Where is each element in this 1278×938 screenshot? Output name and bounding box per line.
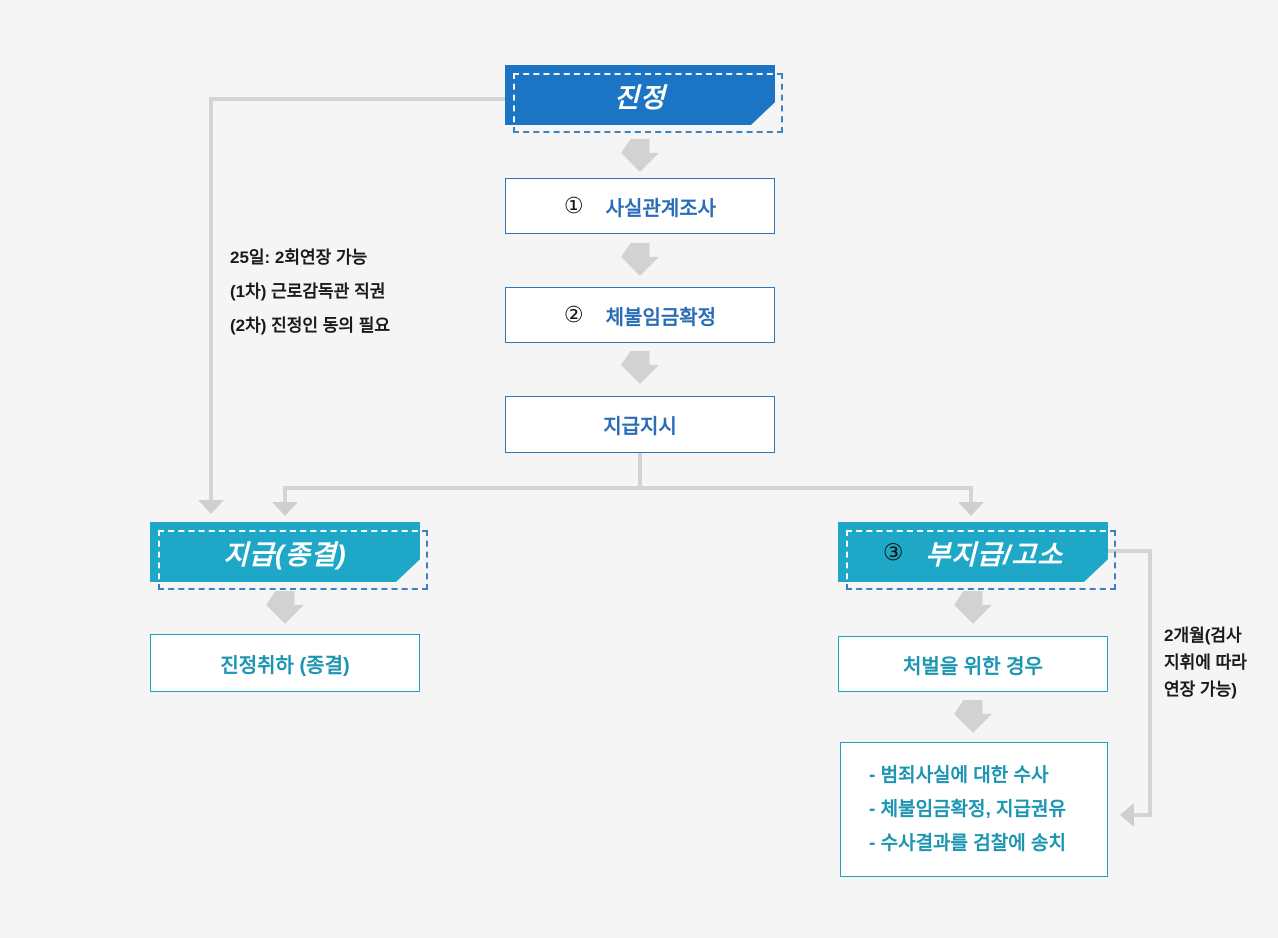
connector-loop-vertical [1148,549,1152,817]
step1-number: ① [563,193,584,218]
block-arrow-start-step1 [621,139,659,172]
details-line-2: - 체불임금확정, 지급권유 [869,798,1066,820]
node-punishment-case: 처벌을 위한 경우 [838,636,1108,692]
node-step3: 지급지시 [505,396,775,453]
node-paid-header: 지급(종결) [150,522,428,590]
annotation-two-months: 2개월(검사 지휘에 따라 연장 가능) [1164,622,1247,703]
details-line-1: - 범죄사실에 대한 수사 [869,764,1049,786]
node-step2: ② 체불임금확정 [505,287,775,343]
arrowhead-loop-into-details [1120,803,1134,827]
punishment-case-label: 처벌을 위한 경우 [903,655,1043,678]
node-step1: ① 사실관계조사 [505,178,775,234]
step3-label: 지급지시 [603,416,677,438]
annotation-extension-rules: 25일: 2회연장 가능 (1차) 근로감독관 직권 (2차) 진정인 동의 필… [230,241,390,343]
extension-line-1: 25일: 2회연장 가능 [230,248,368,267]
extension-line-2: (1차) 근로감독관 직권 [230,282,386,301]
start-banner: 진정 [505,65,775,125]
block-arrow-step1-step2 [621,243,659,276]
block-arrow-step2-step3 [621,351,659,384]
block-arrow-punish-details [954,700,992,733]
two-months-line-2: 지휘에 따라 [1164,653,1247,672]
connector-loop-bottom [1134,813,1152,817]
connector-loop-top [1108,549,1152,553]
step2-label: 체불임금확정 [605,306,717,329]
two-months-line-1: 2개월(검사 [1164,626,1242,645]
node-start: 진정 [505,65,783,133]
node-withdrawal: 진정취하 (종결) [150,634,420,692]
paid-banner: 지급(종결) [150,522,420,582]
arrowhead-into-paid-header [198,500,224,514]
arrowhead-branch-left [272,502,298,516]
connector-branch-right-stub [969,486,973,503]
block-arrow-unpaid-header-box [954,591,992,624]
connector-start-left-vertical [209,97,213,501]
two-months-line-3: 연장 가능) [1164,680,1237,699]
node-unpaid-header: ③ 부지급/고소 [838,522,1116,590]
unpaid-banner: ③ 부지급/고소 [838,522,1108,582]
details-line-3: - 수사결과를 검찰에 송치 [869,832,1066,854]
unpaid-number: ③ [882,538,904,565]
withdrawal-label: 진정취하 (종결) [220,654,350,677]
block-arrow-paid-header-box [266,591,304,624]
node-investigation-details: - 범죄사실에 대한 수사 - 체불임금확정, 지급권유 - 수사결과를 검찰에… [840,742,1108,877]
step2-number: ② [563,302,584,327]
connector-branch-horizontal [283,486,973,490]
start-label: 진정 [614,82,666,113]
step1-label: 사실관계조사 [605,197,717,220]
paid-header-label: 지급(종결) [223,539,347,570]
arrowhead-branch-right [958,502,984,516]
unpaid-header-label: 부지급/고소 [925,539,1064,570]
connector-branch-left-stub [283,486,287,503]
extension-line-3: (2차) 진정인 동의 필요 [230,316,391,335]
connector-step3-down [638,453,642,489]
connector-start-left-horizontal [211,97,507,101]
